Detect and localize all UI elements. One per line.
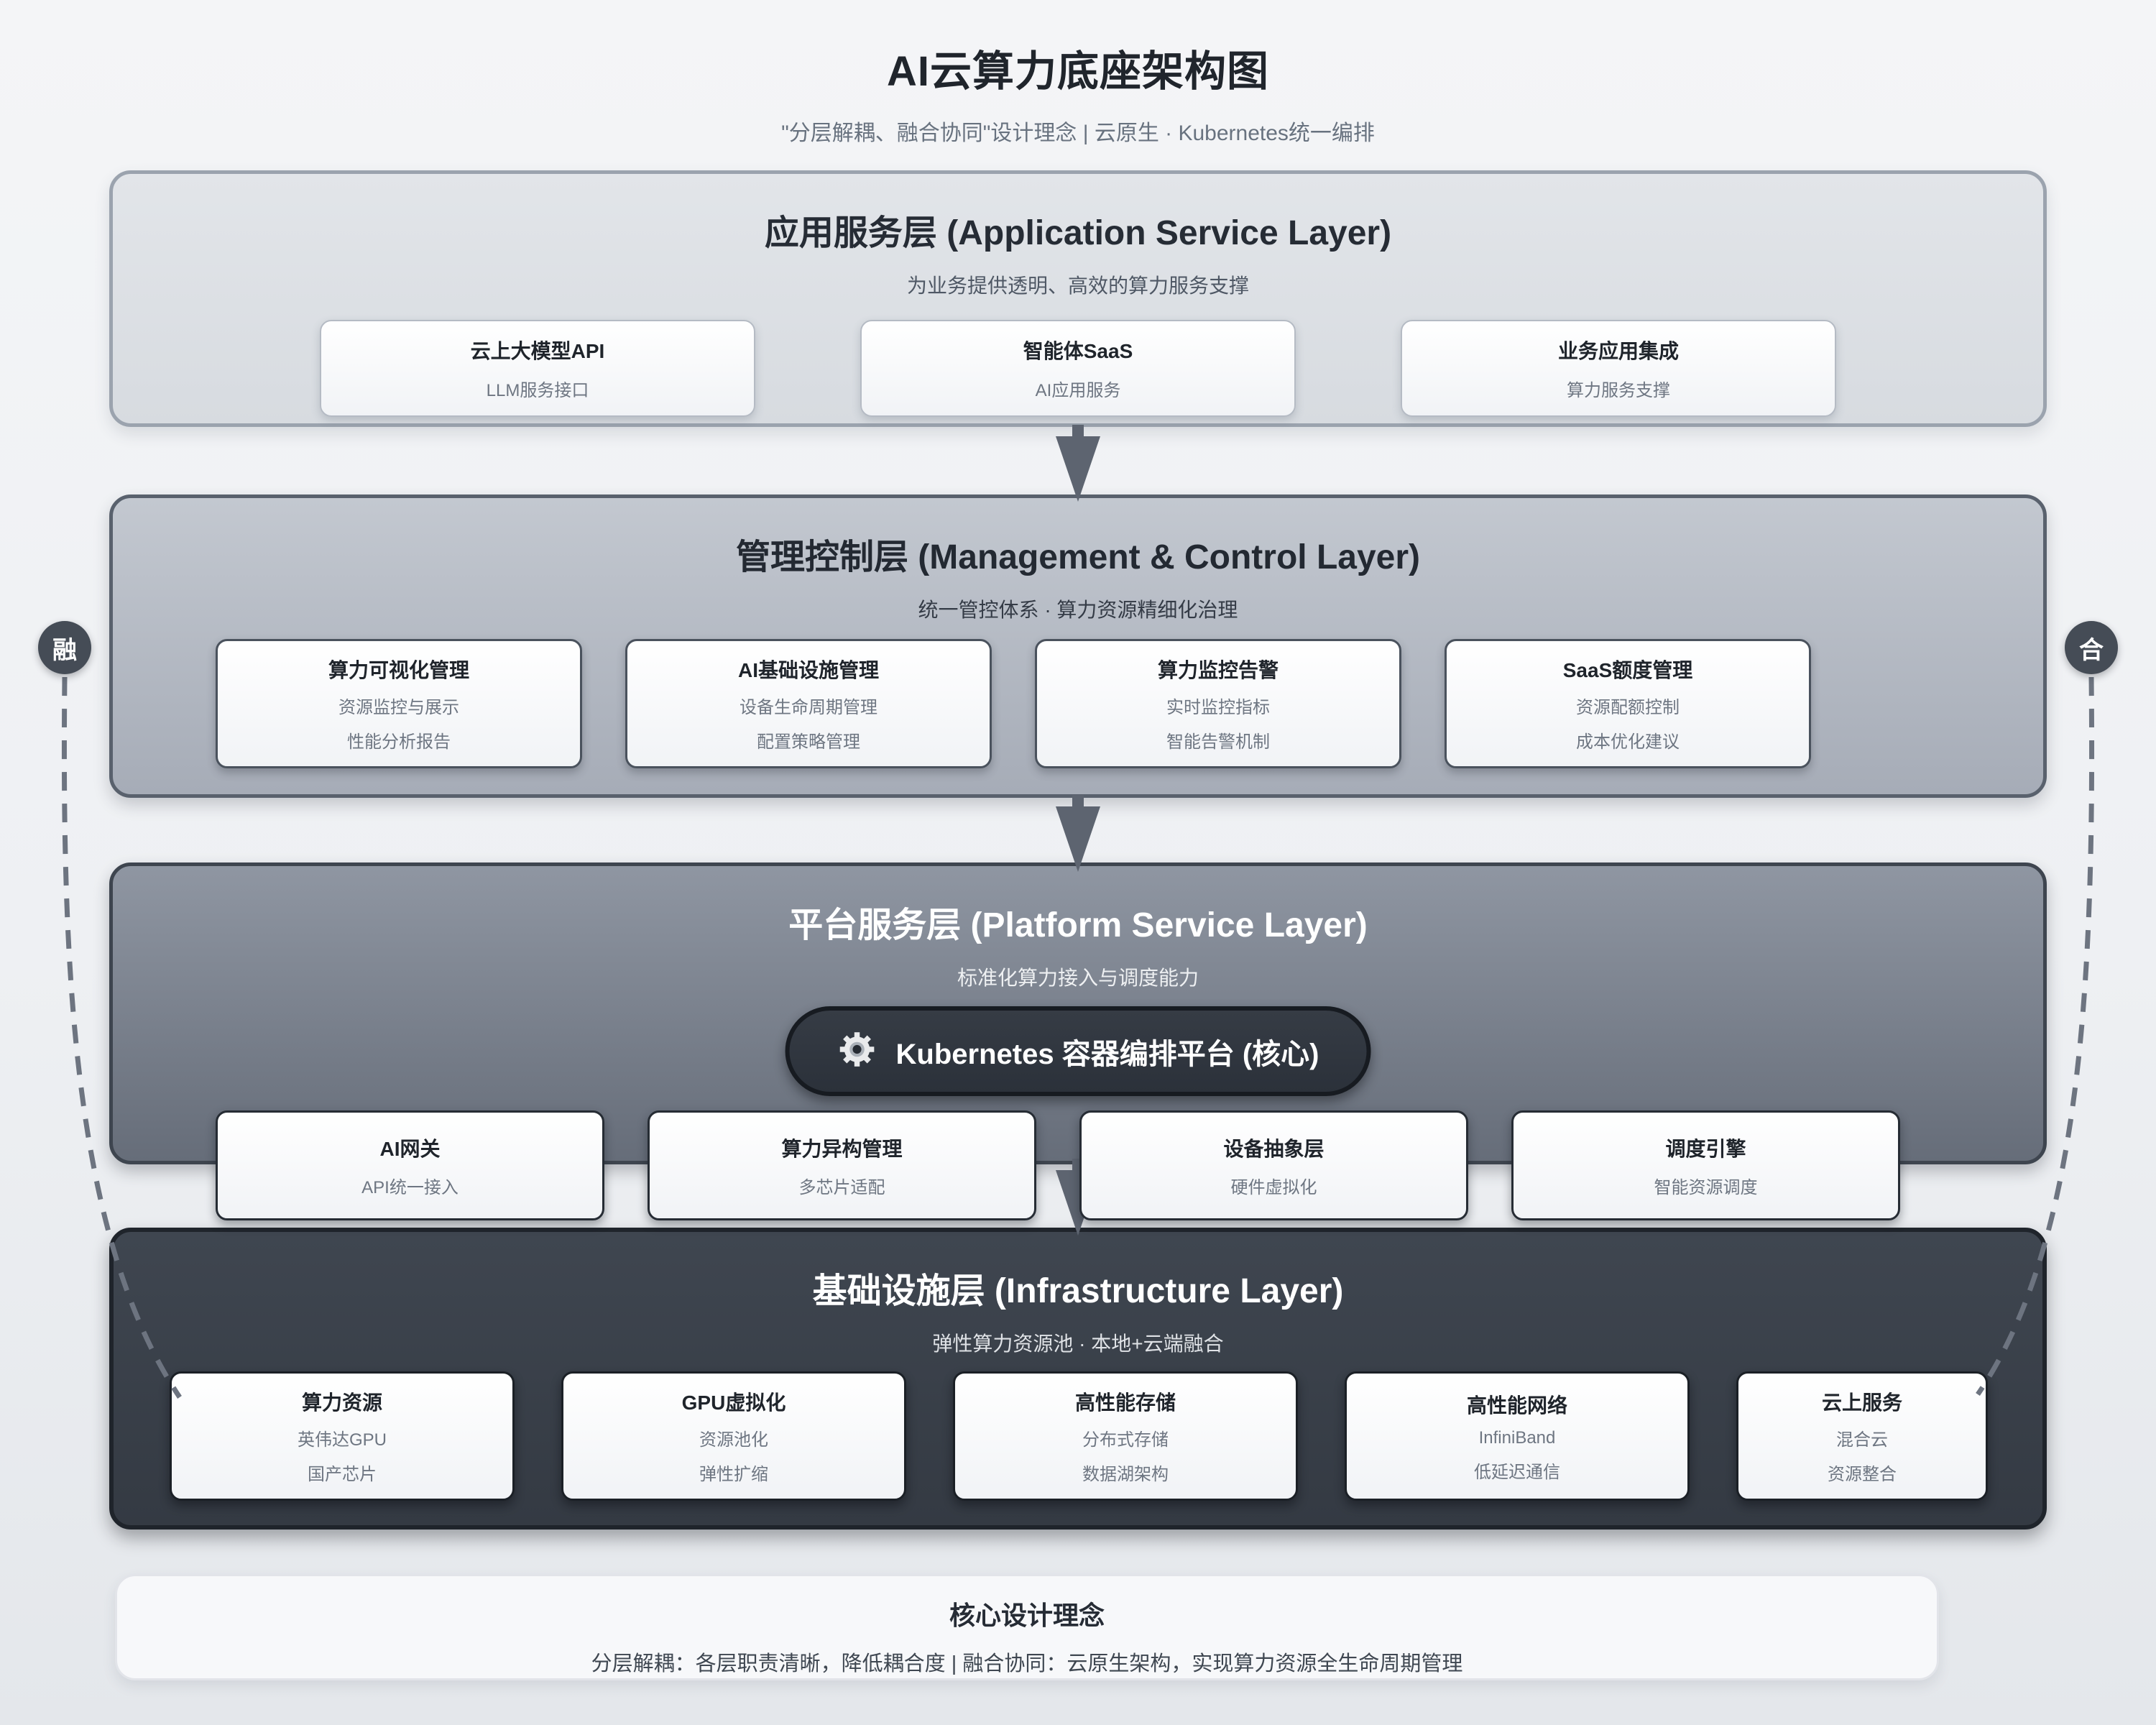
layer-header: 管理控制层 (Management & Control Layer) 统一管控体… bbox=[113, 498, 2043, 623]
card-subtitle: 性能分析报告 bbox=[347, 732, 451, 752]
layer-title: 平台服务层 (Platform Service Layer) bbox=[788, 906, 1368, 944]
card-subtitle: 资源监控与展示 bbox=[338, 698, 459, 717]
card-subtitle: 资源池化 bbox=[699, 1430, 768, 1450]
card-subtitle: 弹性扩缩 bbox=[699, 1465, 768, 1484]
down-arrow-icon bbox=[1056, 795, 1100, 872]
card-title: 算力资源 bbox=[301, 1392, 382, 1414]
card-agent-saas: 智能体SaaS AI应用服务 bbox=[860, 320, 1296, 417]
card-heterogeneous-compute: 算力异构管理 多芯片适配 bbox=[648, 1110, 1036, 1220]
card-saas-quota: SaaS额度管理 资源配额控制 成本优化建议 bbox=[1445, 639, 1811, 768]
card-subtitle: AI应用服务 bbox=[1035, 381, 1121, 400]
layer-header: 基础设施层 (Infrastructure Layer) 弹性算力资源池 · 本… bbox=[114, 1232, 2042, 1357]
layer-header: 平台服务层 (Platform Service Layer) 标准化算力接入与调… bbox=[113, 866, 2043, 991]
card-scheduling-engine: 调度引擎 智能资源调度 bbox=[1511, 1110, 1900, 1220]
card-title: 云上服务 bbox=[1821, 1392, 1902, 1414]
card-subtitle: InfiniBand bbox=[1478, 1427, 1556, 1448]
card-title: 调度引擎 bbox=[1665, 1137, 1746, 1160]
fusion-badge-right: 合 bbox=[2065, 621, 2118, 674]
management-control-layer: 管理控制层 (Management & Control Layer) 统一管控体… bbox=[109, 494, 2047, 798]
application-service-layer: 应用服务层 (Application Service Layer) 为业务提供透… bbox=[109, 170, 2047, 427]
kubernetes-core-pill: Kubernetes 容器编排平台 (核心) bbox=[785, 1006, 1371, 1096]
design-concept-text: 分层解耦：各层职责清晰，降低耦合度 | 融合协同：云原生架构，实现算力资源全生命… bbox=[591, 1652, 1463, 1675]
platform-service-layer: 平台服务层 (Platform Service Layer) 标准化算力接入与调… bbox=[109, 862, 2047, 1220]
card-cloud-services: 云上服务 混合云 资源整合 bbox=[1736, 1371, 1988, 1501]
card-title: 业务应用集成 bbox=[1557, 340, 1679, 362]
page-title: AI云算力底座架构图 bbox=[886, 48, 1269, 95]
card-subtitle: 多芯片适配 bbox=[798, 1177, 885, 1197]
card-ai-infra-management: AI基础设施管理 设备生命周期管理 配置策略管理 bbox=[625, 639, 992, 768]
card-subtitle: 实时监控指标 bbox=[1166, 698, 1270, 717]
card-subtitle: 资源配额控制 bbox=[1576, 698, 1680, 717]
layer-subtitle: 为业务提供透明、高效的算力服务支撑 bbox=[906, 275, 1249, 297]
card-title: AI基础设施管理 bbox=[737, 659, 879, 681]
page-subtitle: "分层解耦、融合协同"设计理念 | 云原生 · Kubernetes统一编排 bbox=[781, 121, 1375, 145]
card-gpu-virtualization: GPU虚拟化 资源池化 弹性扩缩 bbox=[561, 1371, 906, 1501]
layer-title: 管理控制层 (Management & Control Layer) bbox=[735, 538, 1421, 576]
layer-subtitle: 弹性算力资源池 · 本地+云端融合 bbox=[932, 1333, 1224, 1355]
fusion-badge-left: 融 bbox=[38, 621, 91, 674]
card-subtitle: 算力服务支撑 bbox=[1567, 381, 1670, 400]
card-subtitle: 硬件虚拟化 bbox=[1230, 1177, 1317, 1197]
card-title: SaaS额度管理 bbox=[1562, 659, 1693, 681]
layer-title: 基础设施层 (Infrastructure Layer) bbox=[812, 1272, 1344, 1310]
card-compute-resources: 算力资源 英伟达GPU 国产芯片 bbox=[170, 1371, 515, 1501]
card-subtitle: 低延迟通信 bbox=[1474, 1462, 1560, 1482]
card-subtitle: LLM服务接口 bbox=[486, 381, 589, 400]
card-device-abstraction: 设备抽象层 硬件虚拟化 bbox=[1079, 1110, 1468, 1220]
card-subtitle: 国产芯片 bbox=[308, 1465, 377, 1484]
kubernetes-pill-label: Kubernetes 容器编排平台 (核心) bbox=[895, 1038, 1319, 1070]
layer-header: 应用服务层 (Application Service Layer) 为业务提供透… bbox=[113, 174, 2043, 299]
card-title: 高性能存储 bbox=[1074, 1392, 1176, 1414]
gear-icon bbox=[837, 1029, 877, 1073]
card-llm-api: 云上大模型API LLM服务接口 bbox=[320, 320, 755, 417]
card-subtitle: 英伟达GPU bbox=[297, 1430, 387, 1450]
card-high-performance-network: 高性能网络 InfiniBand 低延迟通信 bbox=[1345, 1371, 1690, 1501]
layer-title: 应用服务层 (Application Service Layer) bbox=[764, 214, 1392, 252]
card-title: 智能体SaaS bbox=[1023, 340, 1133, 362]
card-compute-visualization: 算力可视化管理 资源监控与展示 性能分析报告 bbox=[216, 639, 582, 768]
application-cards-row: 云上大模型API LLM服务接口 智能体SaaS AI应用服务 业务应用集成 算… bbox=[113, 320, 2043, 417]
card-subtitle: 混合云 bbox=[1836, 1430, 1888, 1450]
design-concept-title: 核心设计理念 bbox=[949, 1601, 1105, 1630]
card-subtitle: 智能资源调度 bbox=[1654, 1177, 1758, 1197]
card-high-performance-storage: 高性能存储 分布式存储 数据湖架构 bbox=[953, 1371, 1298, 1501]
design-concept-box: 核心设计理念 分层解耦：各层职责清晰，降低耦合度 | 融合协同：云原生架构，实现… bbox=[115, 1574, 1939, 1680]
card-title: AI网关 bbox=[379, 1137, 441, 1160]
card-subtitle: API统一接入 bbox=[361, 1177, 459, 1197]
card-ai-gateway: AI网关 API统一接入 bbox=[216, 1110, 604, 1220]
card-title: 高性能网络 bbox=[1466, 1394, 1567, 1417]
card-monitoring-alert: 算力监控告警 实时监控指标 智能告警机制 bbox=[1035, 639, 1401, 768]
card-subtitle: 智能告警机制 bbox=[1166, 732, 1270, 752]
management-cards-row: 算力可视化管理 资源监控与展示 性能分析报告 AI基础设施管理 设备生命周期管理… bbox=[216, 639, 1811, 768]
card-subtitle: 成本优化建议 bbox=[1576, 732, 1680, 752]
layer-subtitle: 标准化算力接入与调度能力 bbox=[957, 967, 1199, 989]
card-title: 算力异构管理 bbox=[781, 1137, 903, 1160]
card-title: 算力监控告警 bbox=[1157, 659, 1279, 681]
down-arrow-icon bbox=[1056, 425, 1100, 502]
infrastructure-layer: 基础设施层 (Infrastructure Layer) 弹性算力资源池 · 本… bbox=[109, 1228, 2047, 1530]
card-subtitle: 分布式存储 bbox=[1082, 1430, 1169, 1450]
card-title: GPU虚拟化 bbox=[681, 1392, 786, 1414]
platform-cards-row: AI网关 API统一接入 算力异构管理 多芯片适配 设备抽象层 硬件虚拟化 调度… bbox=[216, 1110, 1900, 1220]
card-subtitle: 资源整合 bbox=[1828, 1465, 1897, 1484]
card-title: 云上大模型API bbox=[470, 340, 605, 362]
infrastructure-cards-row: 算力资源 英伟达GPU 国产芯片 GPU虚拟化 资源池化 弹性扩缩 高性能存储 … bbox=[170, 1371, 1988, 1501]
card-title: 算力可视化管理 bbox=[328, 659, 469, 681]
layer-subtitle: 统一管控体系 · 算力资源精细化治理 bbox=[918, 599, 1238, 621]
card-title: 设备抽象层 bbox=[1223, 1137, 1325, 1160]
card-subtitle: 配置策略管理 bbox=[757, 732, 860, 752]
card-subtitle: 设备生命周期管理 bbox=[740, 698, 877, 717]
card-subtitle: 数据湖架构 bbox=[1082, 1465, 1169, 1484]
page-header: AI云算力底座架构图 "分层解耦、融合协同"设计理念 | 云原生 · Kuber… bbox=[0, 37, 2156, 147]
card-business-integration: 业务应用集成 算力服务支撑 bbox=[1401, 320, 1836, 417]
